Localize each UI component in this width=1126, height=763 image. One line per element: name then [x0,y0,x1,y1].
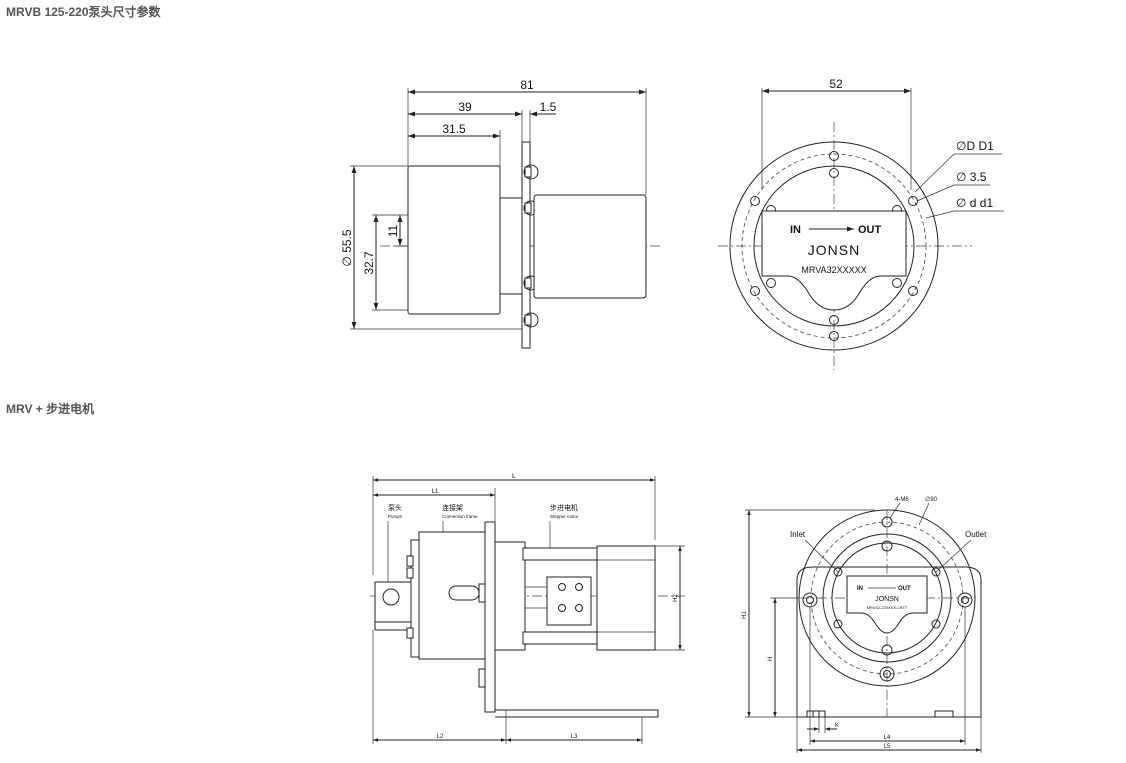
jonsn-logo: JONSN [808,242,860,258]
section-heading-pump-dimensions: MRVB 125-220泵头尺寸参数 [6,5,161,19]
label-pump-cn: 泵头 [388,503,402,512]
dim-11: 11 [386,224,400,237]
dim-L1: L1 [432,489,439,495]
motor-plate-model: MRV32-220XXX-LRTT [867,605,908,610]
dim-L2: L2 [437,734,444,740]
dim-dia-3-5: ∅ 3.5 [956,170,987,184]
dim-81: 81 [520,78,534,92]
dim-L3: L3 [571,734,578,740]
label-dia-90: ∅90 [925,496,938,503]
dim-dia-55-5: ∅ 55.5 [340,229,354,266]
dim-32-7: 32.7 [362,251,376,275]
pump-front-view-drawing: IN OUT JONSN MRVA32XXXXX 52 ∅D D1 ∅ 3.5 … [718,77,1004,370]
front-plate-model: MRVA32XXXXX [801,265,866,275]
label-pump-en: Pumps [388,514,403,519]
dim-1-5: 1.5 [540,100,557,114]
front-plate-out: OUT [858,224,882,236]
label-conn-en: Connection frame [442,514,478,519]
label-motor-en: Stepper motor [550,514,579,519]
dim-K: K [835,723,839,729]
dim-L5: L5 [884,744,891,750]
motor-plate-out: OUT [898,586,911,592]
section-heading-motor-combo: MRV + 步进电机 [6,402,95,416]
label-outlet: Outlet [965,530,987,539]
pump-side-view-drawing: 81 39 1.5 31.5 ∅ 55.5 32.7 11 [340,78,662,349]
label-motor-cn: 步进电机 [550,503,578,512]
dim-H2: H2 [673,594,679,602]
motor-front-view-drawing: IN OUT JONSN MRV32-220XXX-LRTT 4-M6 ∅90 … [742,496,987,753]
dim-52: 52 [829,77,843,91]
dim-H: H [768,657,774,661]
label-inlet: Inlet [790,530,806,539]
motor-jonsn-logo: JONSN [875,596,899,603]
label-4-m6: 4-M6 [895,497,909,503]
dim-H1: H1 [742,611,748,619]
dim-31-5: 31.5 [442,122,466,136]
dim-L: L [512,473,516,480]
dim-dia-D-D1: ∅D D1 [956,139,994,153]
motor-plate-in: IN [857,586,863,592]
dim-39: 39 [458,100,472,114]
label-conn-cn: 连接架 [442,503,463,512]
front-plate-in: IN [790,224,801,236]
motor-side-view-drawing: L L1 泵头 Pumps 连接架 Connection frame 步进电机 … [370,473,685,744]
dim-dia-d-d1: ∅ d d1 [956,196,993,210]
dim-L4: L4 [884,735,891,741]
